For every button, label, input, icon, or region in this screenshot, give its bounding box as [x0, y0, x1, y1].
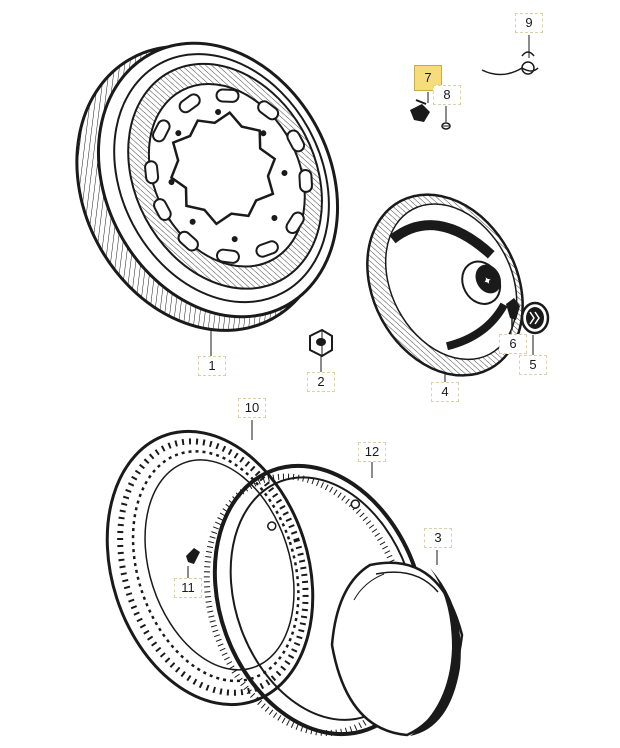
callout-4[interactable]: 4 — [431, 382, 459, 402]
retaining-clip[interactable] — [506, 298, 520, 330]
callout-8[interactable]: 8 — [433, 85, 461, 105]
dome-hub-cap[interactable] — [330, 561, 464, 737]
callout-2[interactable]: 2 — [307, 372, 335, 392]
wheel-nut[interactable] — [309, 328, 333, 358]
leader-lines — [187, 35, 534, 578]
screw[interactable] — [441, 122, 451, 130]
bracket[interactable] — [410, 99, 430, 122]
callout-11[interactable]: 11 — [174, 578, 202, 598]
callout-12[interactable]: 12 — [358, 442, 386, 462]
callout-1[interactable]: 1 — [198, 356, 226, 376]
rim-trim-ring[interactable] — [74, 405, 347, 732]
hub-cap[interactable]: ✦ — [337, 167, 553, 402]
callout-5[interactable]: 5 — [519, 355, 547, 375]
spring[interactable] — [481, 51, 539, 76]
wheel-rim[interactable] — [28, 0, 386, 375]
callout-10[interactable]: 10 — [238, 398, 266, 418]
rim-vent-slots — [144, 88, 313, 264]
emblem-badge[interactable] — [520, 301, 550, 335]
callout-9[interactable]: 9 — [515, 13, 543, 33]
callout-3[interactable]: 3 — [424, 528, 452, 548]
callout-6[interactable]: 6 — [499, 334, 527, 354]
trim-clip[interactable] — [186, 548, 200, 564]
